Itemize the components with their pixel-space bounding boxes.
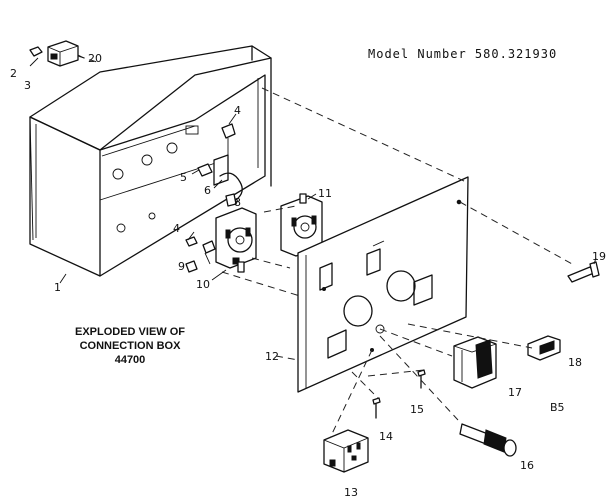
callout-13: 13 bbox=[344, 486, 358, 499]
switch-17 bbox=[453, 336, 497, 389]
callout-16: 16 bbox=[520, 459, 534, 472]
callout-10: 10 bbox=[196, 278, 210, 291]
diagram-caption: EXPLODED VIEW OF CONNECTION BOX 44700 bbox=[75, 326, 185, 366]
callout-11: 11 bbox=[318, 187, 332, 200]
bracket-hardware bbox=[197, 123, 243, 207]
callout-numbers: 1 2 3 20 4 5 6 8 4 9 10 11 12 13 14 15 1… bbox=[10, 52, 606, 499]
receptacle-10 bbox=[215, 207, 257, 273]
caption-line-2: CONNECTION BOX bbox=[80, 340, 182, 352]
callout-8: 8 bbox=[234, 196, 241, 209]
callout-2: 2 bbox=[10, 67, 17, 80]
fasteners-4-9 bbox=[185, 236, 216, 273]
callout-4b: 4 bbox=[173, 222, 180, 235]
assembly-dashed-lines bbox=[221, 87, 575, 439]
callout-5: 5 bbox=[180, 171, 187, 184]
receptacle-11 bbox=[280, 193, 323, 257]
callout-20: 20 bbox=[88, 52, 102, 65]
fuse-holder-16 bbox=[459, 423, 517, 457]
callout-9: 9 bbox=[178, 260, 185, 273]
part-18 bbox=[527, 335, 561, 361]
caption-line-3: 44700 bbox=[115, 354, 146, 366]
model-number-label: Model Number 580.321930 bbox=[368, 47, 557, 61]
connection-box-housing bbox=[29, 45, 272, 277]
page-code: B5 bbox=[550, 401, 565, 414]
screw-19 bbox=[567, 261, 600, 283]
callout-14: 14 bbox=[379, 430, 393, 443]
callout-15: 15 bbox=[410, 403, 424, 416]
callout-18: 18 bbox=[568, 356, 582, 369]
callout-19: 19 bbox=[592, 250, 606, 263]
receptacle-13 bbox=[323, 429, 369, 473]
callout-6: 6 bbox=[204, 184, 211, 197]
callout-17: 17 bbox=[508, 386, 522, 399]
front-panel-12 bbox=[297, 176, 469, 393]
callout-4a: 4 bbox=[234, 104, 241, 117]
callout-3: 3 bbox=[24, 79, 31, 92]
caption-line-1: EXPLODED VIEW OF bbox=[75, 326, 185, 338]
callout-1: 1 bbox=[54, 281, 61, 294]
leader-lines bbox=[29, 54, 597, 284]
callout-12: 12 bbox=[265, 350, 279, 363]
